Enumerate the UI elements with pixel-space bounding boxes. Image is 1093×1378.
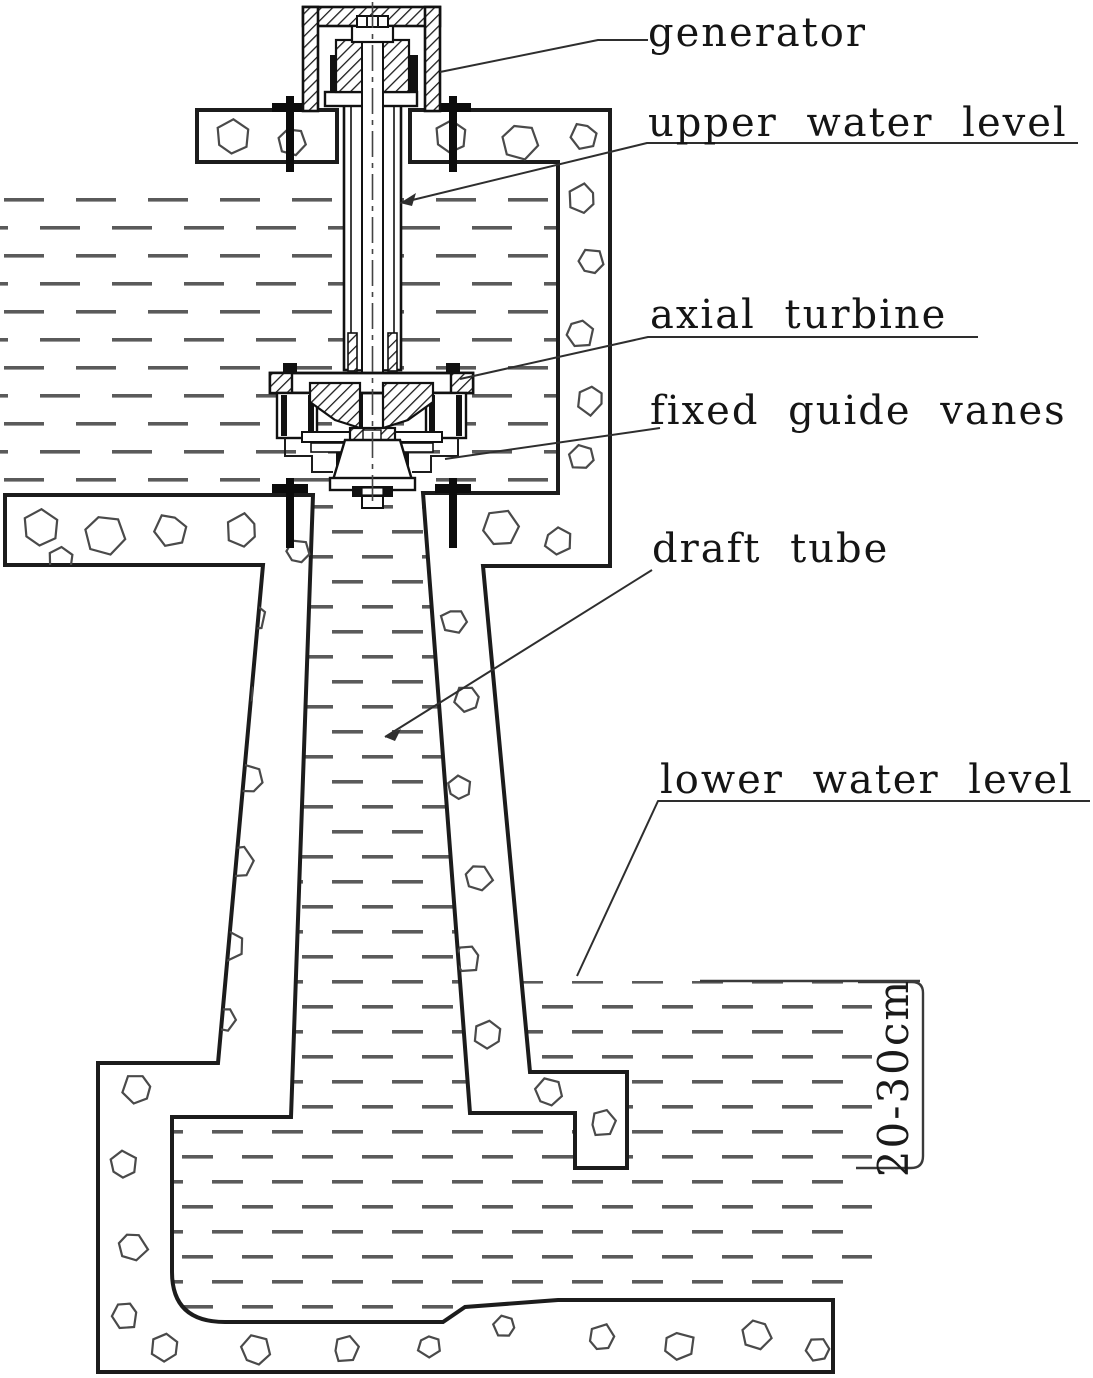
aggregate-stone (452, 945, 480, 973)
aggregate-stone (216, 118, 250, 155)
aggregate-stone (533, 1077, 564, 1107)
aggregate-stone (543, 526, 572, 556)
aggregate-stone (569, 122, 598, 151)
aggregate-stone (804, 1338, 831, 1362)
aggregate-stone (334, 1334, 361, 1363)
dimension-annotation (700, 979, 925, 1170)
aggregate-stone (277, 128, 308, 157)
aggregate-stone (446, 774, 472, 801)
aggregate-stone (285, 539, 311, 564)
aggregate-stone (152, 514, 188, 548)
aggregate-stone (121, 1075, 152, 1105)
aggregate-stone (416, 1335, 441, 1359)
aggregate-stone (239, 1334, 272, 1366)
aggregate-stone (501, 124, 540, 161)
leader-generator (439, 39, 648, 73)
aggregate-stone (453, 686, 480, 714)
concrete-aggregate-right (435, 119, 618, 1137)
dimension-bracket (856, 980, 925, 1170)
leader-lines (384, 39, 1090, 977)
aggregate-stone (567, 443, 595, 469)
aggregate-stone (664, 1331, 695, 1361)
aggregate-stone (577, 248, 605, 275)
label-dimension-20-30cm: 20-30cm (869, 979, 918, 1177)
draft-tube-water (291, 493, 470, 1117)
stator-right (409, 55, 418, 92)
aggregate-stone (110, 1302, 138, 1330)
leader-lower-water-level (576, 800, 1090, 977)
aggregate-stone (109, 1149, 138, 1179)
label-draft-tube: draft tube (652, 526, 889, 572)
arrowhead-draft-tube (385, 729, 401, 741)
arrowhead-upper-water (400, 193, 416, 206)
aggregate-stone (23, 507, 59, 547)
label-upper-water-level: upper water level (648, 100, 1068, 146)
generator-housing-left-wall (301, 5, 320, 113)
aggregate-stone (481, 509, 521, 546)
aggregate-stone (491, 1314, 516, 1337)
aggregate-stone (591, 1108, 618, 1137)
aggregate-stone (224, 678, 254, 715)
turbine-top-flange (268, 371, 475, 395)
aggregate-stone (464, 865, 495, 892)
rotor-right (380, 38, 411, 94)
label-fixed-guide-vanes: fixed guide vanes (650, 388, 1067, 434)
aggregate-stone (565, 319, 595, 348)
aggregate-stone (117, 1233, 150, 1262)
guide-vane-cone-left (308, 381, 362, 430)
anchor-bolts (272, 96, 471, 548)
aggregate-stone (577, 385, 603, 418)
lower-water (172, 981, 872, 1322)
label-axial-turbine: axial turbine (650, 292, 947, 338)
aggregate-stone (568, 182, 595, 215)
label-generator: generator (648, 10, 867, 56)
shaft-seal-right (387, 332, 398, 372)
generator-housing-right-wall (423, 5, 442, 113)
rotor-left (334, 38, 365, 94)
concrete-aggregate-deck (216, 118, 308, 157)
stator-left (330, 55, 339, 92)
aggregate-stone (150, 1332, 179, 1363)
aggregate-stone (84, 516, 127, 556)
aggregate-stone (439, 610, 469, 634)
guide-vane-cone-right (381, 381, 435, 430)
aggregate-stone (226, 511, 256, 548)
upper-reservoir-water (0, 196, 558, 495)
shaft-seal-left (347, 332, 358, 372)
label-lower-water-level: lower water level (660, 757, 1074, 803)
leader-axial-turbine (459, 336, 978, 380)
leader-draft-tube (384, 569, 653, 738)
aggregate-stone (741, 1319, 773, 1351)
leader-fixed-guide-vanes (444, 427, 661, 460)
aggregate-stone (588, 1322, 616, 1351)
aggregate-stone (473, 1019, 502, 1050)
leader-upper-water-level (399, 142, 1078, 204)
